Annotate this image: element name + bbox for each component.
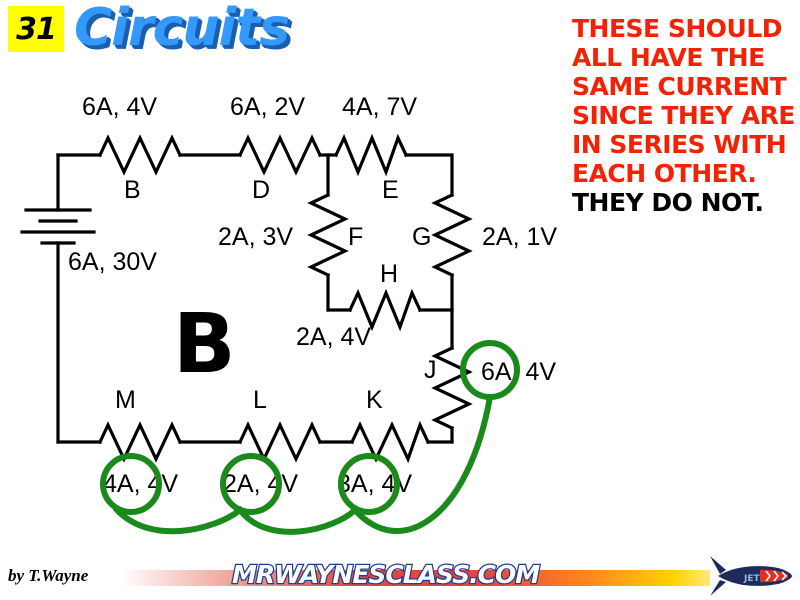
label-id-E: E	[382, 176, 399, 204]
label-value-D: 6A, 2V	[230, 93, 305, 121]
resistor-D-symbol	[237, 134, 323, 176]
page-title: Circuits	[72, 0, 291, 60]
label-id-F: F	[348, 223, 363, 251]
label-id-K: K	[366, 386, 383, 414]
resistor-B-symbol	[97, 134, 183, 176]
highlight-circle-L	[220, 453, 282, 515]
resistor-E-symbol	[333, 133, 409, 177]
website-url[interactable]: MRWAYNESCLASS.COM	[231, 559, 542, 591]
highlight-circle-M	[100, 453, 162, 515]
label-value-B: 6A, 4V	[82, 93, 157, 121]
author-byline: by T.Wayne	[8, 566, 89, 585]
resistor-H-symbol	[347, 288, 423, 332]
annotation-black-text: They do not.	[572, 188, 764, 217]
label-id-B: B	[124, 176, 141, 204]
footer-gradient-bar	[120, 570, 710, 586]
slide-number-badge: 31	[8, 6, 64, 52]
label-value-M: 4A, 4V	[103, 470, 178, 498]
resistor-J-symbol	[431, 345, 473, 431]
annotation-block: These should all have the same current s…	[572, 14, 798, 217]
label-id-D: D	[252, 176, 270, 204]
label-value-F: 2A, 3V	[218, 223, 293, 251]
label-value-K: 3A, 4V	[337, 470, 412, 498]
svg-text:JET: JET	[743, 574, 760, 584]
label-value-L: 2A, 4V	[223, 470, 298, 498]
label-id-J: J	[424, 356, 437, 384]
label-value-G: 2A, 1V	[482, 223, 557, 251]
annotation-red-text: These should all have the same current s…	[572, 14, 795, 188]
label-value-battery: 6A, 30V	[68, 248, 157, 276]
label-id-G: G	[412, 223, 431, 251]
label-id-H: H	[380, 260, 398, 288]
resistor-G-symbol	[431, 192, 473, 278]
resistor-M-symbol	[97, 421, 183, 463]
battery-symbol	[20, 153, 96, 444]
footer: by T.Wayne MRWAYNESCLASS.COM JET	[0, 552, 800, 600]
resistor-L-symbol	[237, 421, 323, 463]
answer-letter: B	[173, 297, 236, 392]
circuit-diagram: 6A, 4V 6A, 2V 4A, 7V B D E F G H J K L M…	[20, 93, 557, 535]
label-id-M: M	[115, 386, 136, 414]
wire-E-to-right-rail	[404, 153, 454, 197]
label-value-H: 2A, 4V	[296, 323, 371, 351]
highlight-connector-line	[113, 394, 493, 535]
resistor-F-symbol	[307, 192, 349, 278]
label-value-E: 4A, 7V	[342, 93, 417, 121]
slide-number-text: 31	[16, 11, 57, 47]
highlight-circle-K	[338, 453, 400, 515]
resistor-K-symbol	[349, 420, 431, 464]
rocket-icon: JET	[710, 556, 792, 596]
label-id-L: L	[253, 386, 267, 414]
